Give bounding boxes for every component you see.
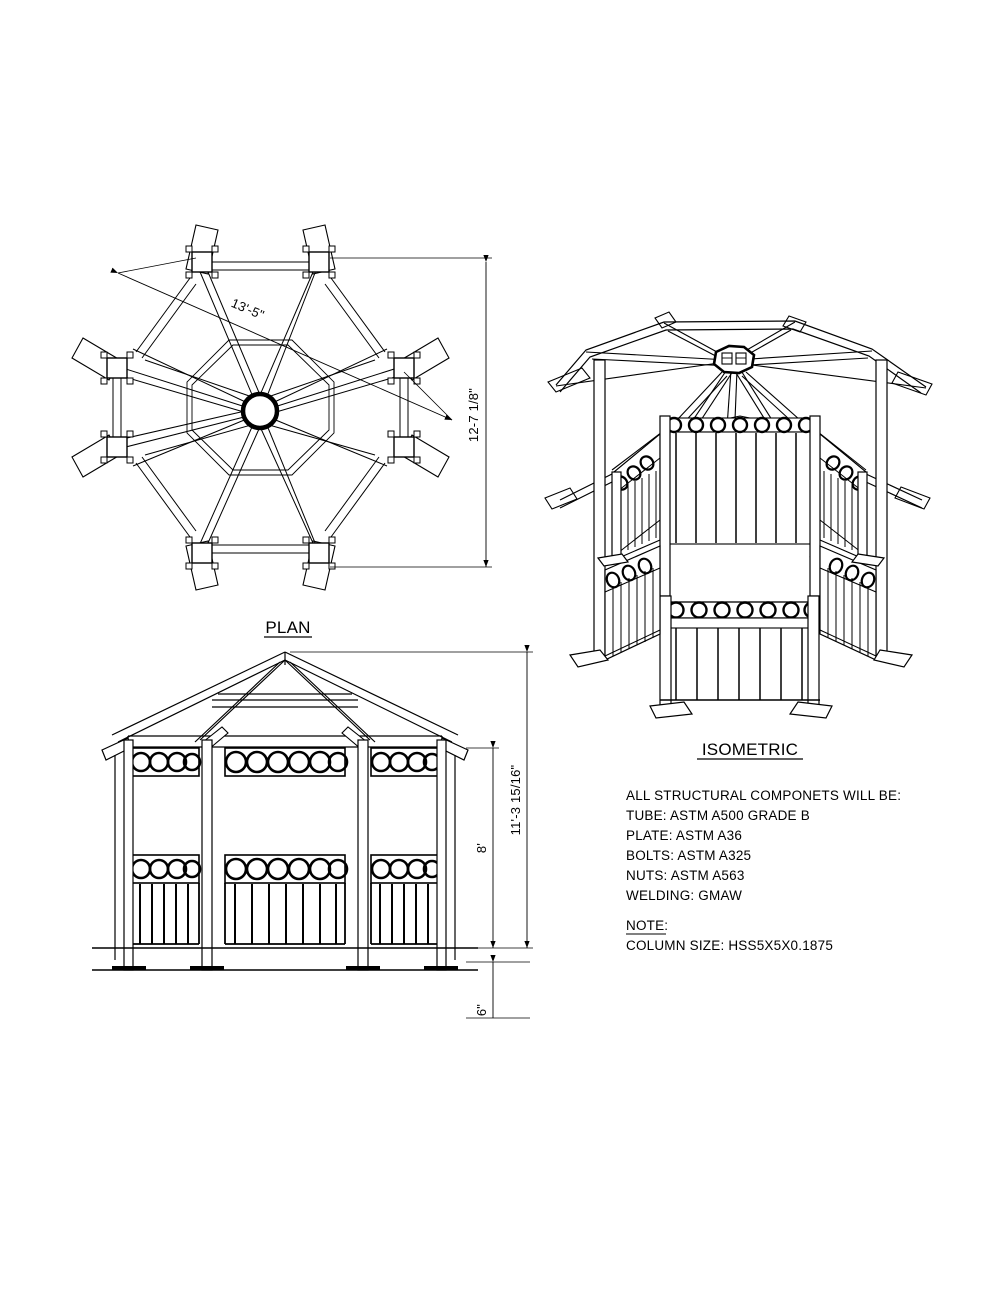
iso-lower-right-circles — [828, 557, 876, 589]
iso-lower-right-railing — [819, 545, 877, 661]
iso-front-balusters — [660, 628, 820, 701]
iso-base-plates — [568, 553, 914, 719]
elev-frieze-band — [130, 747, 442, 777]
elev-columns — [114, 739, 456, 971]
iso-front-railing — [659, 601, 821, 629]
plan-vertical-dimension — [330, 254, 492, 568]
elev-eave-dim-label: 8' — [474, 843, 489, 853]
plan-title: PLAN — [264, 618, 312, 638]
elev-overall-dim-label: 11'-3 15/16" — [508, 764, 523, 835]
notes-block: ALL STRUCTURAL COMPONETS WILL BE: TUBE: … — [626, 788, 901, 953]
elev-base-dimension — [466, 954, 530, 1019]
elev-ground-line — [92, 947, 478, 971]
elev-overall-dimension — [290, 644, 533, 949]
spec-line-welding: WELDING: GMAW — [626, 888, 742, 903]
elev-base-dim-label: 6" — [474, 1004, 489, 1016]
iso-upper-railing — [613, 416, 867, 561]
elev-roof — [111, 651, 459, 743]
spec-line-nuts: NUTS: ASTM A563 — [626, 868, 745, 883]
iso-hub-plate — [712, 344, 756, 375]
isometric-view — [544, 311, 933, 719]
elevation-view — [92, 644, 533, 1019]
isometric-title-label: ISOMETRIC — [702, 740, 798, 759]
iso-columns — [593, 359, 888, 707]
elev-balusters — [139, 884, 429, 944]
elev-rail-band — [130, 854, 442, 884]
note-line-column-size: COLUMN SIZE: HSS5X5X0.1875 — [626, 938, 833, 953]
iso-lower-left-circles — [605, 557, 653, 589]
plan-vertical-dim-label: 12-7 1/8" — [466, 388, 481, 442]
note-heading: NOTE: — [626, 918, 668, 933]
iso-lower-left-railing — [604, 545, 661, 661]
plan-title-label: PLAN — [265, 618, 310, 637]
spec-line-bolts: BOLTS: ASTM A325 — [626, 848, 751, 863]
elev-frieze-circles — [130, 750, 442, 774]
elev-eave-beam — [101, 735, 469, 761]
spec-line-tube: TUBE: ASTM A500 GRADE B — [626, 808, 810, 823]
plan-diagonal-dimension — [110, 257, 453, 421]
spec-heading: ALL STRUCTURAL COMPONETS WILL BE: — [626, 788, 901, 803]
plan-hub-ring — [240, 391, 280, 431]
isometric-title: ISOMETRIC — [697, 740, 803, 760]
elev-eave-dimension — [466, 740, 499, 948]
spec-line-plate: PLATE: ASTM A36 — [626, 828, 742, 843]
plan-view — [71, 224, 492, 591]
elev-rail-circles — [130, 857, 442, 881]
